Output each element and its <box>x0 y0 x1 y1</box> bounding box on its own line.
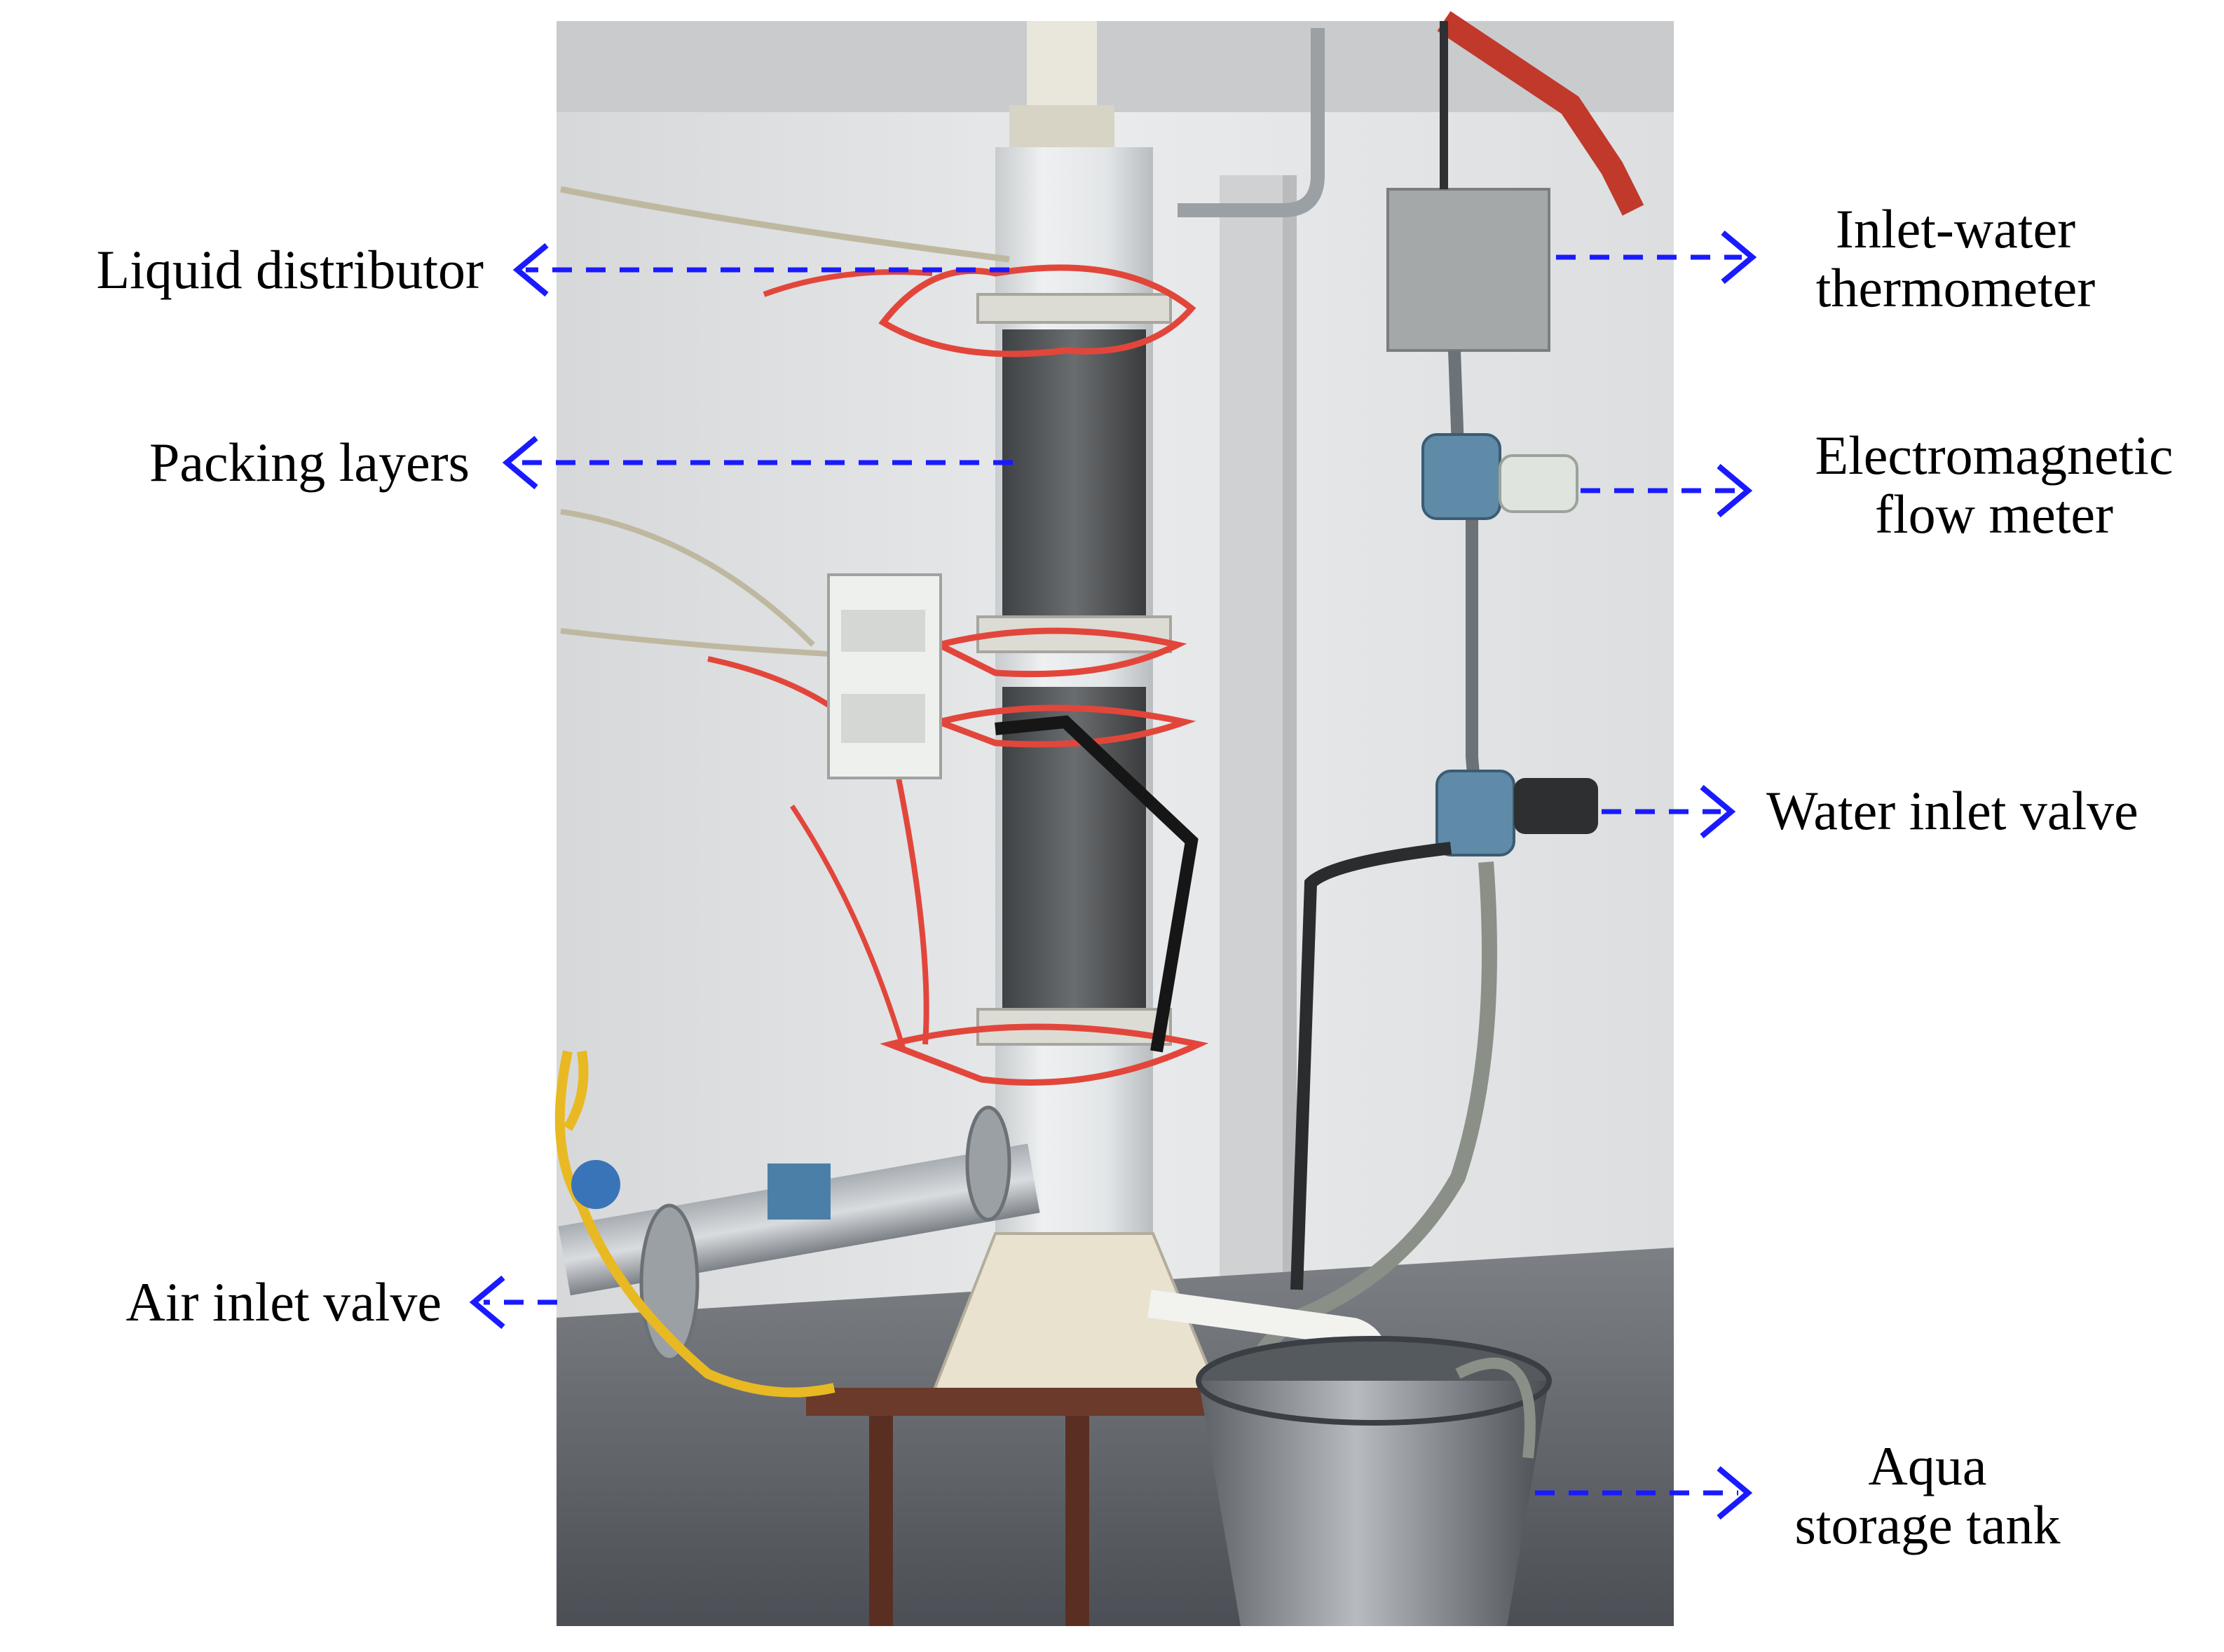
label-air-inlet-valve: Air inlet valve <box>125 1271 442 1332</box>
label-aqua-storage-tank: Aqua storage tank <box>1759 1437 2096 1555</box>
label-aqua-storage-tank-line2: storage tank <box>1794 1494 2061 1555</box>
label-inlet-water-thermometer: Inlet-water thermometer <box>1773 200 2138 318</box>
label-electromagnetic-flow-meter-line1: Electromagnetic <box>1815 425 2174 486</box>
label-inlet-water-thermometer-line1: Inlet-water <box>1835 198 2076 259</box>
label-liquid-distributor: Liquid distributor <box>96 239 484 300</box>
label-aqua-storage-tank-line1: Aqua <box>1868 1435 1987 1496</box>
label-electromagnetic-flow-meter: Electromagnetic flow meter <box>1773 426 2215 544</box>
label-inlet-water-thermometer-line2: thermometer <box>1815 257 2096 318</box>
label-electromagnetic-flow-meter-line2: flow meter <box>1874 484 2114 545</box>
annotation-arrows <box>469 230 1757 1520</box>
label-water-inlet-valve: Water inlet valve <box>1766 780 2138 841</box>
label-packing-layers: Packing layers <box>149 432 470 493</box>
